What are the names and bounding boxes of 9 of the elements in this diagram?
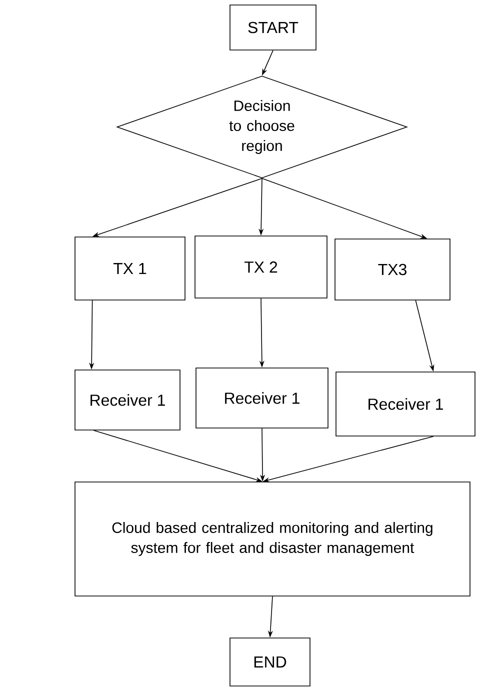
process-box: Cloud based centralized monitoring and alerting system for fleet and disaster management [74, 482, 470, 596]
process-box: Receiver 1 [336, 372, 476, 436]
process-box: END [230, 638, 310, 686]
process-box: TX 2 [194, 236, 328, 298]
process-box: Receiver 1 [74, 370, 180, 430]
process-box: START [230, 4, 316, 50]
process-box: TX3 [334, 238, 450, 300]
process-box: Receiver 1 [196, 368, 328, 428]
process-box: TX 1 [74, 236, 186, 300]
